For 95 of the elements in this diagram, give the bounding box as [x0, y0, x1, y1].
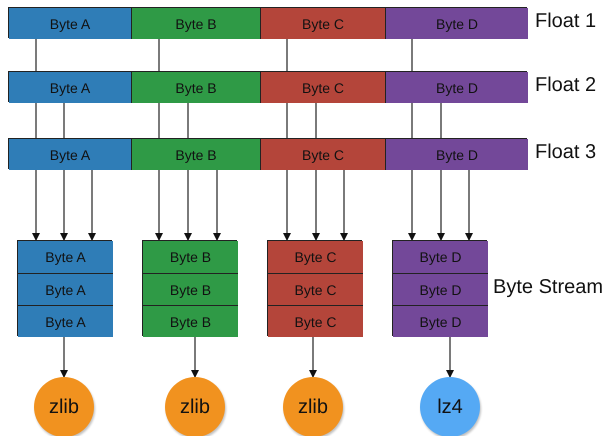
byte-stream-box: [392, 240, 487, 336]
byte-label: Byte C: [302, 16, 344, 32]
byte-label: Byte A: [45, 282, 86, 298]
node-label: zlib: [48, 396, 79, 418]
connector-line: [35, 38, 37, 71]
byte-label: Byte D: [436, 146, 478, 162]
row-label: Float 1: [535, 10, 596, 33]
arrow: [283, 169, 291, 241]
connector-line: [187, 102, 189, 138]
arrow: [340, 169, 348, 241]
stream-label: Byte Stream: [493, 276, 604, 299]
connector-line: [286, 38, 288, 71]
byte-label: Byte C: [294, 282, 336, 298]
connector-line: [411, 38, 413, 71]
arrow: [155, 169, 163, 241]
arrow: [437, 169, 445, 241]
byte-label: Byte A: [45, 314, 86, 330]
byte-cell: [393, 241, 488, 273]
byte-label: Byte D: [419, 314, 462, 330]
byte-label: Byte D: [419, 249, 462, 265]
byte-cell: [385, 139, 528, 170]
byte-cell: [268, 305, 363, 337]
byte-label: Byte B: [170, 282, 212, 298]
arrow: [446, 336, 454, 378]
byte-label: Byte D: [419, 282, 462, 298]
byte-cell: [143, 241, 238, 273]
codec-circle: [165, 377, 225, 436]
byte-label: Byte A: [45, 249, 86, 265]
arrow: [32, 169, 40, 241]
byte-cell: [385, 72, 528, 103]
byte-cell: [268, 241, 363, 273]
byte-stream-box: [267, 240, 362, 336]
arrow: [465, 169, 473, 241]
connector-line: [158, 38, 160, 71]
byte-cell: [18, 305, 113, 337]
arrow: [312, 169, 320, 241]
arrow: [184, 169, 192, 241]
arrow: [88, 169, 96, 241]
byte-label: Byte B: [175, 80, 217, 96]
arrow: [60, 336, 68, 378]
byte-stream-box: [142, 240, 237, 336]
arrow: [213, 169, 221, 241]
connector-line: [63, 102, 65, 138]
byte-cell: [9, 139, 131, 170]
byte-label: Byte A: [50, 80, 90, 96]
byte-cell: [385, 8, 528, 39]
byte-label: Byte A: [50, 146, 90, 162]
byte-label: Byte D: [436, 16, 478, 32]
arrow: [191, 336, 199, 378]
node-label: lz4: [437, 396, 463, 418]
byte-cell: [18, 273, 113, 305]
byte-label: Byte C: [294, 249, 336, 265]
float-bar: [8, 138, 527, 169]
connector-line: [315, 102, 317, 138]
byte-cell: [393, 305, 488, 337]
arrow: [60, 169, 68, 241]
byte-cell: [9, 72, 131, 103]
node-label: zlib: [298, 396, 328, 418]
codec-circle: [420, 377, 480, 436]
arrow: [408, 169, 416, 241]
float-bar: [8, 7, 527, 38]
arrow: [309, 336, 317, 378]
connector-line: [411, 102, 413, 138]
byte-label: Byte B: [175, 146, 217, 162]
connector-line: [440, 102, 442, 138]
byte-cell: [143, 305, 238, 337]
byte-label: Byte B: [170, 314, 212, 330]
codec-circle: [283, 377, 343, 436]
connector-line: [286, 102, 288, 138]
byte-cell: [260, 8, 385, 39]
node-label: zlib: [180, 396, 210, 418]
byte-label: Byte B: [170, 249, 212, 265]
byte-label: Byte A: [50, 16, 90, 32]
byte-cell: [143, 273, 238, 305]
connector-line: [35, 102, 37, 138]
byte-cell: [260, 72, 385, 103]
byte-cell: [131, 72, 260, 103]
connector-line: [158, 102, 160, 138]
byte-label: Byte C: [294, 314, 336, 330]
byte-label: Byte D: [436, 80, 478, 96]
byte-label: Byte B: [175, 16, 217, 32]
byte-cell: [9, 8, 131, 39]
byte-stream-box: [17, 240, 112, 336]
byte-cell: [268, 273, 363, 305]
byte-cell: [393, 273, 488, 305]
codec-circle: [34, 377, 94, 436]
row-label: Float 3: [535, 141, 596, 164]
float-bar: [8, 71, 527, 102]
byte-label: Byte C: [302, 146, 344, 162]
byte-cell: [18, 241, 113, 273]
byte-cell: [260, 139, 385, 170]
byte-cell: [131, 8, 260, 39]
byte-cell: [131, 139, 260, 170]
row-label: Float 2: [535, 74, 596, 97]
byte-label: Byte C: [302, 80, 344, 96]
